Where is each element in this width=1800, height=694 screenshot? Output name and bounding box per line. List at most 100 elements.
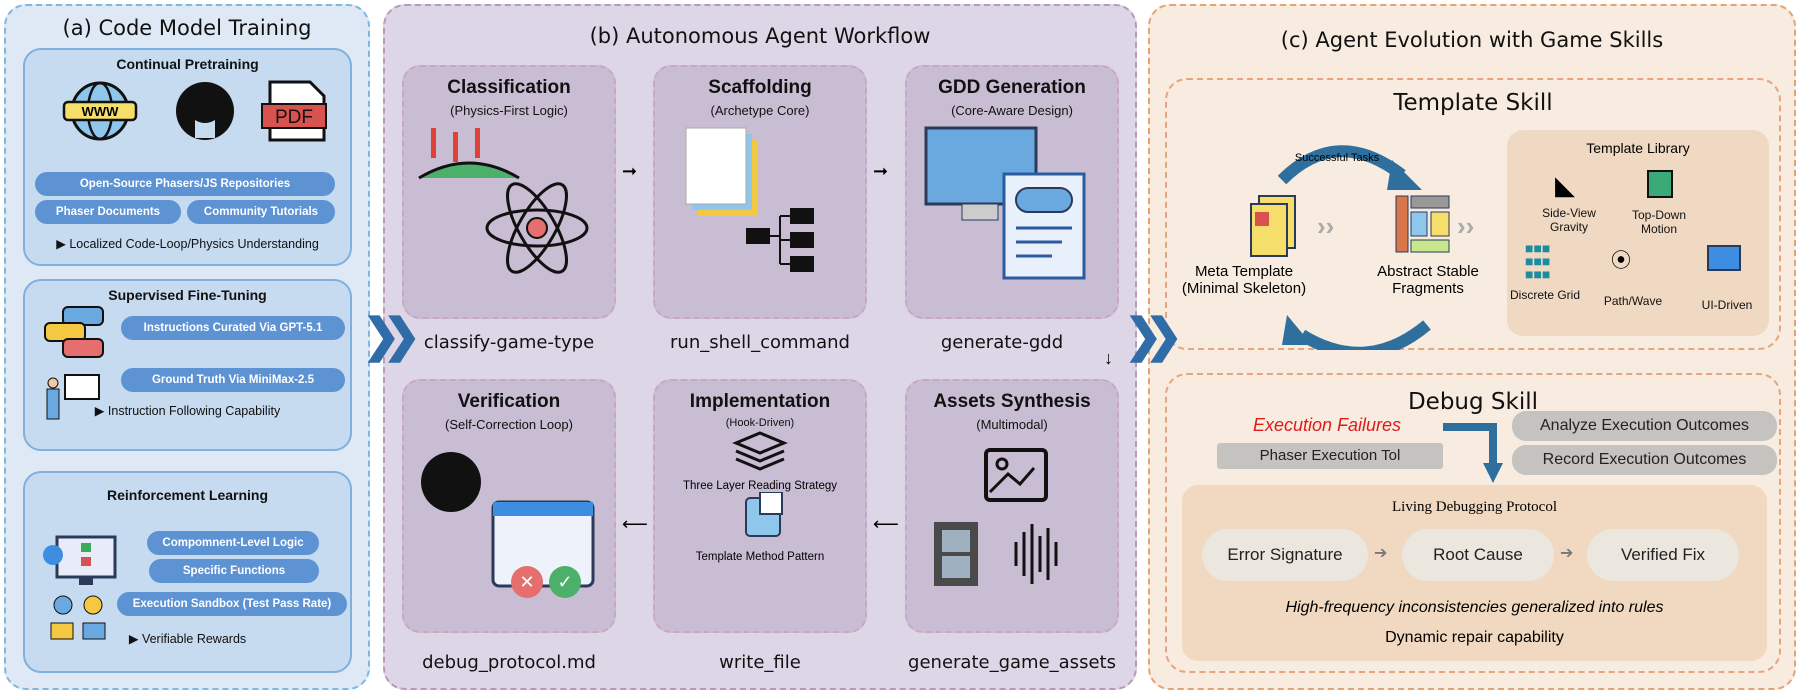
arrow-left-icon: ⟵ — [622, 514, 648, 534]
chevron-right-icon: ❯❯ — [362, 309, 421, 361]
tool-write-file: write_file — [719, 652, 801, 673]
card-verification: Verification (Self-Correction Loop) ✕✓ — [402, 379, 616, 633]
play-icon: ▶ — [94, 404, 108, 418]
path-wave-icon: ⦿ — [1611, 250, 1631, 272]
sft-note: ▶ Instruction Following Capability — [94, 404, 281, 418]
template-code-icon — [745, 491, 783, 537]
arrow-right-icon: ➞ — [873, 161, 889, 181]
sft-box: Supervised Fine-Tuning Instructions Cura… — [23, 279, 352, 451]
card-title: Verification — [457, 391, 561, 412]
pretraining-icons: WWW PDF — [62, 80, 327, 142]
panel-b-title: (b) Autonomous Agent Workflow — [589, 24, 931, 48]
gamepad-document-icon — [924, 126, 1086, 280]
ui-driven-icon — [1707, 245, 1741, 271]
cycle-arrows-icon: ›› ›› — [1250, 145, 1474, 350]
card-title: Assets Synthesis — [933, 391, 1091, 412]
record-execution-outcomes: Record Execution Outcomes — [1512, 445, 1777, 475]
panel-c-title: (c) Agent Evolution with Game Skills — [1280, 28, 1664, 52]
step-root-cause: Root Cause — [1402, 529, 1554, 581]
chat-teacher-icon — [44, 306, 104, 420]
folder-tree-icon — [685, 127, 814, 272]
analyze-execution-outcomes: Analyze Execution Outcomes — [1512, 411, 1777, 441]
card-subtitle: (Physics-First Logic) — [450, 103, 568, 118]
pill-ground-truth-minimax: Ground Truth Via MiniMax-2.5 — [121, 368, 345, 392]
fragments-icon — [1395, 195, 1450, 253]
three-layer-strategy: Three Layer Reading Strategy — [682, 480, 838, 492]
generalization-note: High-frequency inconsistencies generaliz… — [1285, 599, 1664, 616]
agent-evolution-panel: (c) Agent Evolution with Game Skills Tem… — [1148, 4, 1796, 690]
rl-box: Reinforcement Learning Compomnent-Level … — [23, 471, 352, 673]
image-film-audio-icon — [934, 448, 1058, 586]
card-title: Implementation — [689, 391, 831, 412]
card-subtitle: (Core-Aware Design) — [951, 103, 1073, 118]
card-title: Classification — [447, 77, 571, 98]
pill-community-tutorials: Community Tutorials — [187, 200, 335, 224]
card-subtitle: (Self-Correction Loop) — [445, 417, 573, 432]
meta-template-label: Meta Template (Minimal Skeleton) — [1181, 263, 1307, 297]
www-globe-icon: WWW — [62, 81, 138, 141]
panel-a-title: (a) Code Model Training — [62, 16, 312, 40]
capability-note: Dynamic repair capability — [1385, 629, 1564, 646]
layers-icon — [732, 431, 788, 471]
library-item-top-down: Top-Down Motion — [1631, 208, 1687, 236]
pdf-icon: PDF — [261, 80, 327, 142]
library-item-side-view: Side-View Gravity — [1542, 206, 1596, 234]
play-icon: ▶ — [128, 632, 142, 646]
card-title: Scaffolding — [708, 77, 812, 98]
flow-down-arrow-icon — [1443, 423, 1503, 483]
arrow-left-icon: ⟵ — [873, 514, 899, 534]
pill-open-source-repos: Open-Source Phasers/JS Repositories — [35, 172, 335, 196]
side-view-gravity-icon: ◣ — [1555, 170, 1575, 200]
execution-failures-label: Execution Failures — [1252, 415, 1402, 435]
card-title: GDD Generation — [938, 77, 1086, 98]
tool-classify-game-type: classify-game-type — [423, 332, 595, 353]
top-down-motion-icon — [1647, 170, 1673, 198]
template-skill-title: Template Skill — [1393, 90, 1553, 116]
globe-code-check-icon: ✕✓ — [421, 452, 595, 598]
library-item-ui-driven: UI-Driven — [1701, 298, 1753, 312]
protocol-title: Living Debugging Protocol — [1392, 499, 1557, 515]
library-item-discrete-grid: Discrete Grid — [1509, 288, 1580, 302]
template-method-pattern: Template Method Pattern — [695, 551, 825, 563]
card-assets-synthesis: Assets Synthesis (Multimodal) — [905, 379, 1119, 633]
chevron-right-icon: ❯❯ — [1124, 309, 1183, 361]
step-error-signature: Error Signature — [1202, 529, 1368, 581]
rl-note: ▶ Verifiable Rewards — [128, 632, 247, 646]
arrow-right-icon: ➔ — [1560, 545, 1574, 562]
rl-title: Reinforcement Learning — [106, 487, 269, 503]
template-skill-box: Template Skill ›› ›› Successful Tasks Me… — [1165, 78, 1781, 350]
arrow-down-icon: ↓ — [1104, 348, 1113, 368]
pill-phaser-docs: Phaser Documents — [35, 200, 181, 224]
successful-tasks-label: Successful Tasks — [1294, 152, 1380, 164]
card-classification: Classification (Physics-First Logic) — [402, 65, 616, 319]
card-subtitle: (Archetype Core) — [710, 103, 810, 118]
play-icon: ▶ — [56, 237, 70, 251]
arrow-right-icon: ➔ — [1374, 545, 1388, 562]
tool-debug-protocol: debug_protocol.md — [422, 652, 596, 673]
template-library-title: Template Library — [1586, 140, 1690, 156]
card-scaffolding: Scaffolding (Archetype Core) — [653, 65, 867, 319]
physics-atom-icon — [418, 128, 589, 274]
phaser-execution-tool: Phaser Execution Tol — [1217, 443, 1443, 469]
library-item-path-wave: Path/Wave — [1603, 294, 1663, 308]
tool-generate-game-assets: generate_game_assets — [908, 652, 1116, 673]
rl-monitor-feedback-icon — [43, 535, 117, 640]
discrete-grid-icon: ■■■■■■■■■ — [1525, 240, 1551, 282]
card-implementation: Implementation (Hook-Driven) Three Layer … — [653, 379, 867, 633]
tool-generate-gdd: generate-gdd — [940, 332, 1064, 353]
abstract-fragments-label: Abstract Stable Fragments — [1377, 263, 1479, 297]
svg-text:✕: ✕ — [519, 572, 534, 592]
living-debugging-protocol: Living Debugging Protocol Error Signatur… — [1182, 485, 1767, 661]
card-subtitle: (Hook-Driven) — [725, 417, 795, 429]
meta-template-icon — [1250, 195, 1296, 257]
card-subtitle: (Multimodal) — [976, 417, 1048, 432]
github-icon — [176, 82, 234, 140]
tool-run-shell-command: run_shell_command — [670, 332, 850, 353]
step-verified-fix: Verified Fix — [1587, 529, 1739, 581]
svg-text:WWW: WWW — [82, 104, 120, 119]
sft-title: Supervised Fine-Tuning — [108, 287, 267, 303]
arrow-right-icon: ➞ — [622, 161, 638, 181]
card-gdd-generation: GDD Generation (Core-Aware Design) — [905, 65, 1119, 319]
pill-component-logic: Compomnent-Level Logic — [147, 531, 319, 555]
pill-specific-functions: Specific Functions — [149, 559, 319, 583]
